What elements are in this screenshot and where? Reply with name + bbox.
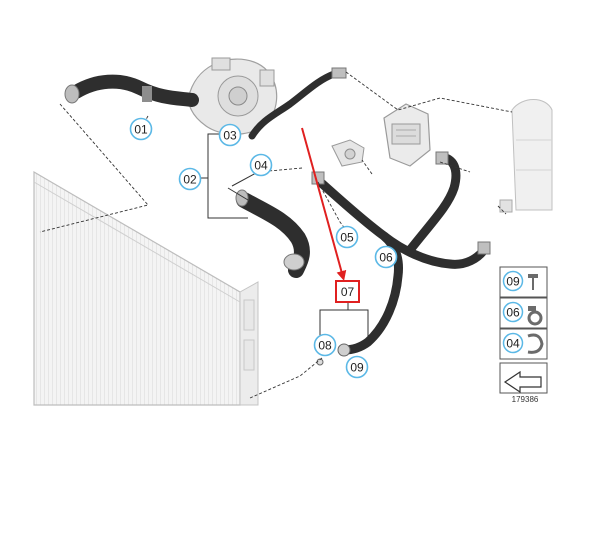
callout-09[interactable]: 09 — [345, 355, 369, 379]
legend-item-09[interactable]: 09 — [499, 266, 548, 298]
legend-item-reference[interactable] — [499, 362, 548, 394]
legend-item-06-label: 06 — [506, 306, 520, 320]
callout-04[interactable]: 04 — [249, 153, 273, 177]
hose-03 — [248, 67, 347, 140]
leader-lines — [39, 71, 513, 399]
callout-06-label: 06 — [379, 251, 393, 265]
legend-panel: 09 06 04 179386 — [499, 266, 548, 404]
callout-05-label: 05 — [340, 231, 354, 245]
coolant-connector — [331, 139, 365, 167]
bracket-07 — [319, 302, 369, 336]
legend-item-06[interactable]: 06 — [499, 297, 548, 329]
callout-01-label: 01 — [134, 123, 148, 137]
legend-item-04[interactable]: 04 — [499, 328, 548, 360]
clamp-icon — [527, 306, 543, 326]
highlight-arrow — [301, 127, 347, 281]
expansion-tank — [499, 99, 553, 213]
callout-07-label: 07 — [341, 285, 355, 299]
reference-number: 179386 — [512, 395, 539, 404]
callout-03-label: 03 — [223, 129, 237, 143]
spring-clamp-icon — [527, 333, 544, 354]
callout-04-label: 04 — [254, 159, 268, 173]
legend-item-04-label: 04 — [506, 337, 520, 351]
callout-05[interactable]: 05 — [335, 225, 359, 249]
radiator — [33, 170, 259, 406]
callout-01[interactable]: 01 — [129, 117, 153, 141]
clip-icon — [528, 274, 538, 290]
callout-08[interactable]: 08 — [313, 333, 337, 357]
callout-02[interactable]: 02 — [178, 167, 202, 191]
water-pump-housing — [188, 57, 278, 135]
legend-item-09-label: 09 — [506, 275, 520, 289]
callout-07[interactable]: 07 — [335, 280, 360, 303]
callout-02-label: 02 — [183, 173, 197, 187]
hose-02 — [235, 189, 310, 278]
view-direction-arrow-icon — [503, 370, 542, 394]
callout-06[interactable]: 06 — [374, 245, 398, 269]
callout-08-label: 08 — [318, 339, 332, 353]
thermostat-housing — [383, 103, 431, 167]
hose-06 — [311, 151, 491, 355]
callout-09-label: 09 — [350, 361, 364, 375]
hose-01 — [64, 74, 199, 107]
callout-03[interactable]: 03 — [218, 123, 242, 147]
